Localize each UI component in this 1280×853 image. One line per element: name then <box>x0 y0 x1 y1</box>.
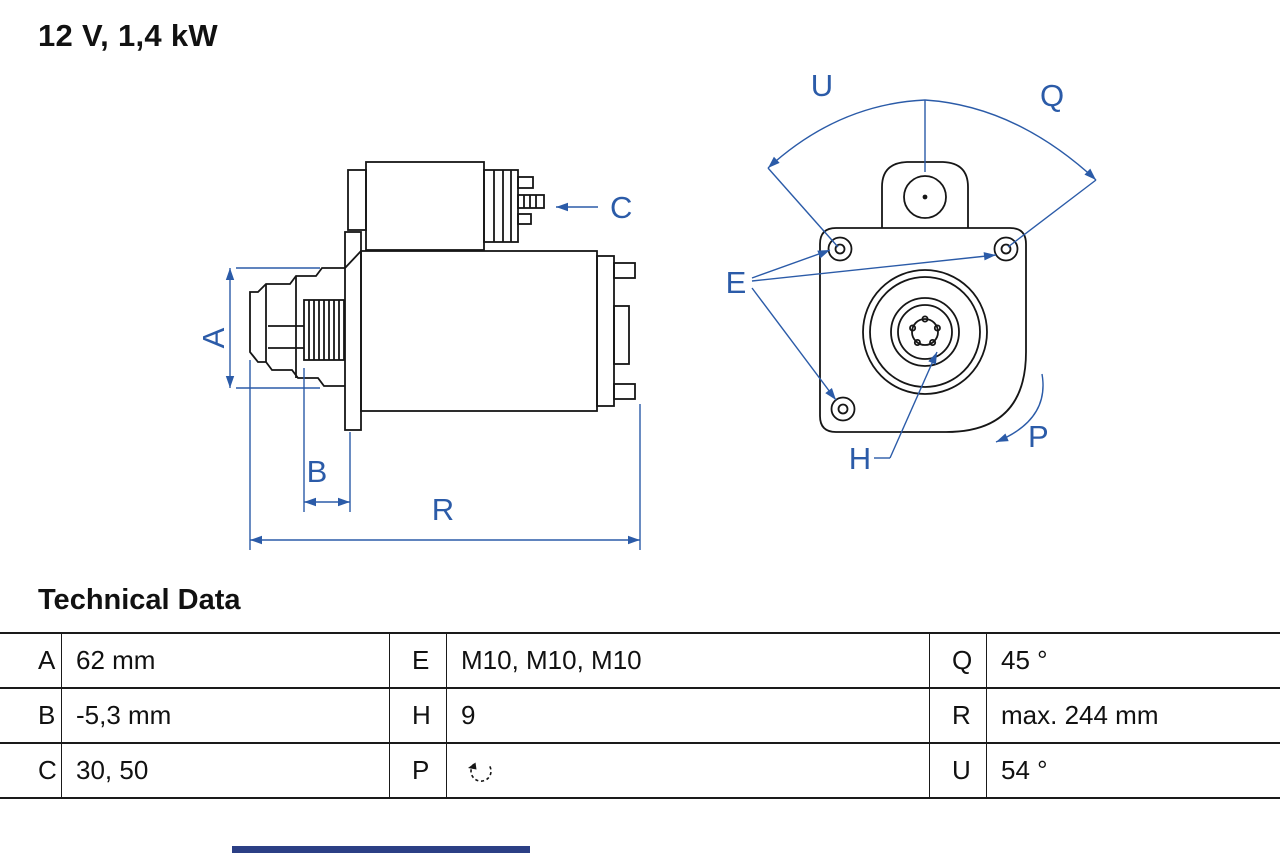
spec-a-text: 62 mm <box>76 645 156 675</box>
spec-q-text: 45 ° <box>1001 645 1048 675</box>
starter-motor-technical-drawing: A B R C U Q E H P <box>196 68 1097 550</box>
dim-label-u: U <box>811 68 833 103</box>
dimension-arrowheads <box>225 156 1096 545</box>
spec-h-key: H <box>412 700 431 730</box>
spec-u-label: U <box>930 742 987 797</box>
spec-p-key: P <box>412 755 430 785</box>
spec-h-label: H <box>390 687 447 742</box>
technical-data-table: A 62 mm E M10, M10, M10 Q 45 ° B -5,3 mm… <box>0 632 1280 799</box>
spec-c-value: 30, 50 <box>62 742 390 797</box>
side-view-outline <box>249 161 636 431</box>
spec-b-text: -5,3 mm <box>76 700 172 730</box>
spec-r-label: R <box>930 687 987 742</box>
dim-label-e: E <box>726 265 747 300</box>
spec-u-value: 54 ° <box>987 742 1280 797</box>
spec-u-key: U <box>952 755 971 785</box>
spec-c-key: C <box>38 755 57 785</box>
spec-b-key: B <box>38 700 56 730</box>
dim-label-r: R <box>432 492 454 527</box>
dim-label-p: P <box>1028 419 1049 454</box>
spec-b-value: -5,3 mm <box>62 687 390 742</box>
spec-p-value <box>447 742 930 797</box>
spec-q-label: Q <box>930 632 987 687</box>
dim-label-c: C <box>610 190 632 225</box>
spec-c-label: C <box>0 742 62 797</box>
dim-label-h: H <box>849 441 871 476</box>
spec-q-value: 45 ° <box>987 632 1280 687</box>
spec-a-label: A <box>0 632 62 687</box>
spec-e-text: M10, M10, M10 <box>461 645 642 675</box>
dim-label-a: A <box>196 327 231 348</box>
spec-p-label: P <box>390 742 447 797</box>
spec-u-text: 54 ° <box>1001 755 1048 785</box>
spec-r-key: R <box>952 700 971 730</box>
front-view-outline <box>819 161 1027 433</box>
dimension-lines <box>229 99 1097 550</box>
spec-e-value: M10, M10, M10 <box>447 632 930 687</box>
spec-h-value: 9 <box>447 687 930 742</box>
spec-a-value: 62 mm <box>62 632 390 687</box>
spec-a-key: A <box>38 645 56 675</box>
spec-q-key: Q <box>952 645 973 675</box>
rotation-ccw-icon <box>468 762 492 782</box>
spec-r-value: max. 244 mm <box>987 687 1280 742</box>
spec-c-text: 30, 50 <box>76 755 149 785</box>
dim-label-b: B <box>307 454 328 489</box>
bottom-brand-bar <box>232 846 530 853</box>
dim-label-q: Q <box>1040 78 1064 113</box>
spec-e-key: E <box>412 645 430 675</box>
product-spec-title: 12 V, 1,4 kW <box>38 18 218 53</box>
spec-r-text: max. 244 mm <box>1001 700 1159 730</box>
spec-h-text: 9 <box>461 700 476 730</box>
spec-e-label: E <box>390 632 447 687</box>
spec-b-label: B <box>0 687 62 742</box>
technical-data-heading: Technical Data <box>38 584 241 616</box>
